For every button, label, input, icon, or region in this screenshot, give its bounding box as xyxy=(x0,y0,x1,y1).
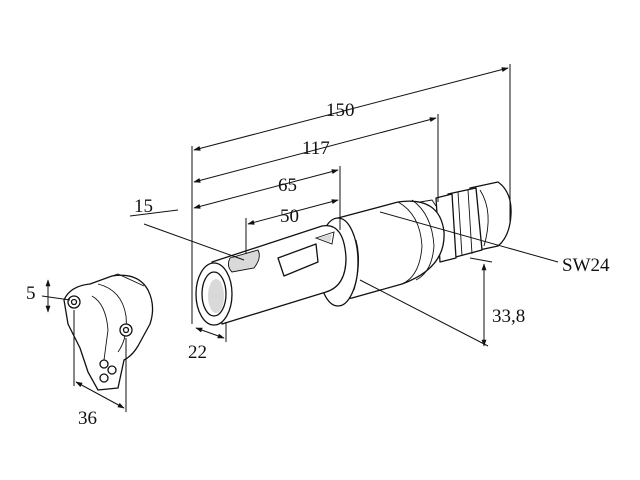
label-clamp-width: 36 xyxy=(78,408,97,429)
label-slot-length: 50 xyxy=(280,206,299,227)
label-clamp-thickness: 5 xyxy=(26,283,36,304)
mounting-clamp xyxy=(63,273,154,391)
label-sleeve-length: 65 xyxy=(278,175,297,196)
label-tube-diameter: 22 xyxy=(188,342,207,363)
label-housing-length: 117 xyxy=(302,138,330,159)
label-wrench-size: SW24 xyxy=(562,255,610,276)
cable-gland xyxy=(435,181,512,263)
connector-body xyxy=(195,181,512,326)
dimension-labels: 150 117 65 50 15 22 33,8 SW24 5 36 xyxy=(26,100,610,429)
sleeve-tube xyxy=(195,224,347,326)
label-slot-offset: 15 xyxy=(134,196,153,217)
dimension-lines xyxy=(41,64,559,412)
label-overall-length: 150 xyxy=(326,100,355,121)
label-height: 33,8 xyxy=(492,306,525,327)
